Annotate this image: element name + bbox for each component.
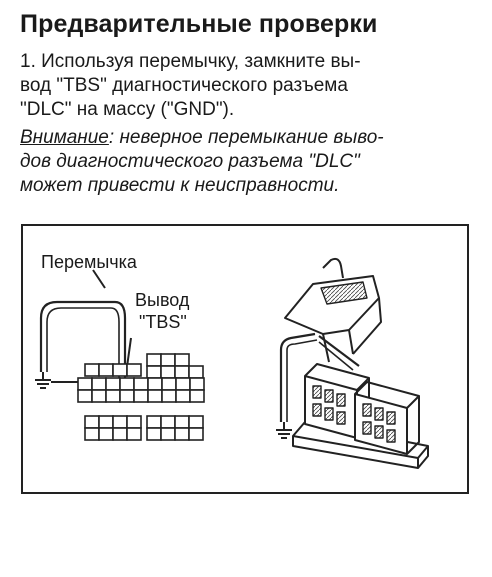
tbs-terminal-label-line2: "TBS": [139, 312, 187, 332]
tbs-terminal-label-line1: Вывод: [135, 290, 190, 310]
caution-line-3: может привести к неисправности.: [20, 175, 340, 196]
figure-frame: Перемычка Вывод "TBS": [21, 224, 469, 494]
dlc-isometric-view: [276, 257, 429, 469]
caution-word: Внимание: [20, 127, 109, 148]
caution-line-1: Внимание: неверное перемыкание выво-: [20, 126, 475, 150]
dlc-schematic: [35, 269, 132, 389]
dlc-connector-bottom: [84, 415, 204, 441]
dlc-connector-top: [77, 353, 205, 403]
step-instruction: 1. Используя перемычку, замкните вы- вод…: [20, 50, 475, 122]
caution-line-2: дов диагностического разъема "DLC": [20, 151, 360, 172]
connector-illustration: [35, 257, 429, 469]
caution-line-1-rest: : неверное перемыкание выво-: [108, 127, 384, 148]
step-line-2: вод "TBS" диагностического разъема: [20, 75, 348, 96]
caution-note: Внимание: неверное перемыкание выво- дов…: [20, 126, 475, 198]
jumper-label: Перемычка: [41, 252, 137, 272]
step-line-1: 1. Используя перемычку, замкните вы-: [20, 51, 361, 72]
page-heading: Предварительные проверки: [20, 10, 378, 38]
step-line-3: "DLC" на массу ("GND").: [20, 99, 235, 120]
